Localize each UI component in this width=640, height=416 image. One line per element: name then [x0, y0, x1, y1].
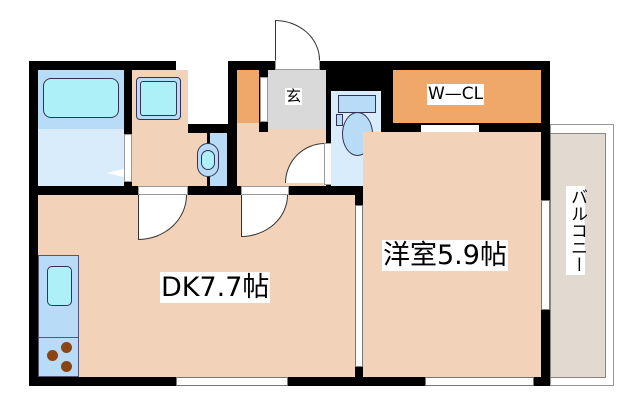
walk-in-closet-label: W—CL — [427, 84, 485, 105]
entrance-label: 玄 — [285, 87, 303, 105]
shoe-closet-door[interactable] — [260, 77, 268, 122]
washing-machine-inner — [140, 81, 177, 116]
kitchen-counter — [38, 255, 79, 377]
sliding-door[interactable] — [355, 205, 363, 367]
entrance-door[interactable] — [275, 20, 320, 60]
kitchen-sink-icon — [47, 266, 72, 306]
dk-window[interactable] — [176, 377, 288, 386]
shoe-closet — [237, 70, 259, 123]
bathtub-icon — [43, 78, 119, 118]
wash-basin-bowl — [201, 150, 215, 170]
dk-room-label: DK7.7帖 — [160, 272, 271, 303]
bath-door[interactable] — [124, 134, 132, 182]
washroom-lower — [132, 133, 207, 186]
toilet-tank-icon — [338, 95, 376, 113]
stove-burner-icon — [47, 350, 58, 361]
bath-door-arrow-icon — [106, 169, 124, 177]
closet-door-opening[interactable] — [421, 125, 479, 132]
stove-burner-icon — [61, 361, 72, 372]
balcony-sliding-window[interactable] — [541, 200, 550, 310]
western-window-bottom[interactable] — [425, 377, 534, 386]
stove-burner-icon — [61, 342, 72, 353]
western-room-upper — [383, 132, 541, 192]
stove-divider — [38, 337, 79, 338]
dk-washroom-door-frame — [138, 186, 188, 195]
balcony-label: バルコニー — [566, 186, 587, 275]
dk-hall-door-frame — [241, 186, 289, 195]
western-room-label: 洋室5.9帖 — [382, 240, 508, 271]
toilet-paper-icon — [336, 114, 343, 126]
